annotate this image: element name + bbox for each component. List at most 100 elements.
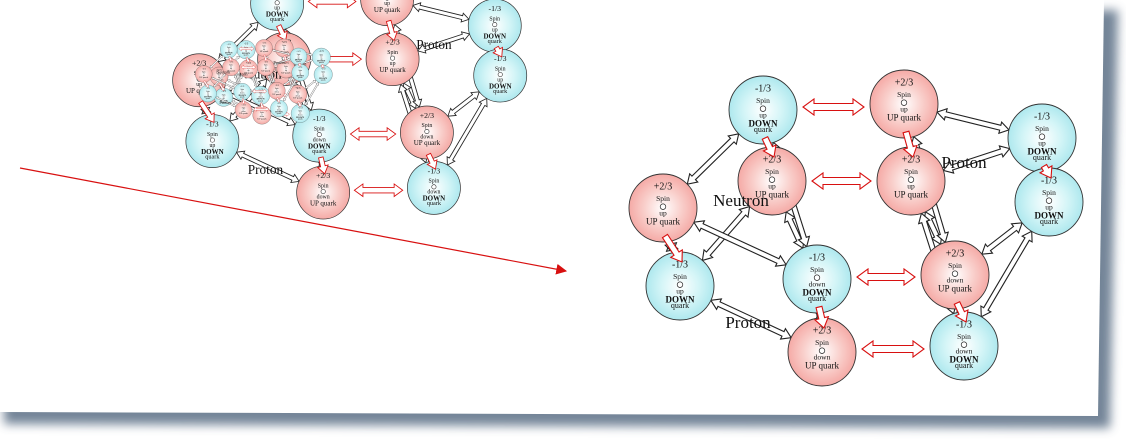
quark-charge: -1/3 (240, 85, 245, 88)
quark-type-label: DOWN (489, 82, 512, 90)
quark-spin-label: Spin (296, 91, 300, 93)
quark-spin-value: down (313, 137, 326, 143)
quark-charge: +2/3 (217, 69, 223, 72)
quark-type-label: UP quark (281, 71, 291, 74)
quark-charge: -1/3 (488, 4, 501, 13)
spin-arrow (245, 56, 250, 63)
quark-type-suffix: quark (427, 200, 442, 207)
spin-icon (263, 46, 265, 49)
quark-type-label: UP quark (805, 360, 839, 370)
proton-label-2: Proton (725, 313, 771, 332)
spin-icon (299, 112, 302, 114)
quark-charge: -1/3 (755, 83, 771, 94)
spin-arrow (241, 98, 246, 105)
red-double-arrow (253, 106, 270, 112)
quark-charge: +2/3 (201, 67, 206, 70)
quark-type-suffix: quark (244, 54, 250, 57)
proton-label: Proton (941, 153, 987, 172)
quark-spin-value: up (322, 76, 324, 78)
quark-type-label: UP quark (310, 199, 337, 207)
spin-arrow (259, 102, 264, 109)
spin-arrow (320, 64, 325, 69)
quark-spin-label: Spin (1042, 188, 1056, 197)
quark-type-suffix: quark (221, 101, 227, 104)
spin-icon (768, 176, 776, 183)
spin-icon (261, 113, 263, 116)
quark-spin-value: up (207, 94, 209, 96)
spin-icon (218, 74, 220, 77)
quark-charge: -1/3 (298, 106, 303, 109)
proton-label: Proton (416, 37, 452, 52)
quark-charge: -1/3 (1034, 111, 1050, 122)
quark-type-label: UP quark (887, 112, 921, 122)
quark-type-label: DOWN (1035, 210, 1065, 220)
quark-spin-value: down (296, 95, 300, 97)
quark-spin-value: down (420, 134, 433, 140)
quark-type-suffix: quark (277, 112, 282, 115)
quark-type-label: UP quark (260, 50, 269, 53)
quark-spin-label: Spin (241, 89, 244, 91)
spin-arrow (316, 156, 329, 175)
quark-spin-label: Spin (1035, 124, 1049, 133)
quark-spin-value: up (320, 58, 322, 60)
quark-type-suffix: quark (671, 301, 689, 310)
quark-spin-label: Spin (297, 54, 300, 56)
quark-type-label: UP quark (200, 76, 209, 79)
quark-spin-value: up (659, 208, 667, 217)
quark-type-label: UP quark (646, 216, 680, 226)
quark-spin-value: up (1038, 138, 1046, 147)
quark-spin-label: Spin (321, 72, 325, 74)
spin-arrow (203, 80, 209, 88)
quark-spin-label: Spin (284, 66, 288, 68)
quark-type-label: UP quark (938, 283, 972, 293)
quark-spin-value: up (209, 143, 215, 149)
quark-type-suffix: quark (312, 148, 327, 155)
quark-type-label: DOWN (950, 354, 980, 364)
quark-type-label: UP quark (280, 50, 290, 53)
spin-arrow (297, 101, 302, 108)
quark-charge: +2/3 (241, 103, 246, 106)
quark-type-label: DOWN (297, 76, 305, 78)
spin-icon (299, 71, 302, 73)
quark-type-label: DOWN (803, 287, 833, 297)
proton-label-2: Proton (219, 100, 231, 105)
spin-icon (497, 72, 503, 78)
spin-arrow (1038, 163, 1053, 179)
quark-type-suffix: quark (955, 361, 973, 370)
spin-icon (907, 176, 915, 183)
proton-label-2: Proton (248, 162, 284, 177)
quark-spin-value: up (247, 70, 249, 72)
quark-type-suffix: quark (1040, 217, 1058, 226)
spin-icon (1038, 133, 1046, 140)
quark-charge: -1/3 (298, 66, 303, 69)
quark-spin-value: down (317, 194, 330, 200)
quark-type-label: DOWN (204, 97, 212, 99)
quark-type-suffix: quark (296, 60, 301, 63)
quark-spin-value: up (230, 68, 232, 70)
spin-icon (676, 281, 684, 288)
quark-type-suffix: quark (1033, 153, 1051, 162)
spin-icon (320, 189, 326, 195)
quark-type-label: DOWN (257, 98, 265, 101)
quark-spin-value: up (1045, 202, 1053, 211)
red-double-arrow (307, 0, 357, 9)
